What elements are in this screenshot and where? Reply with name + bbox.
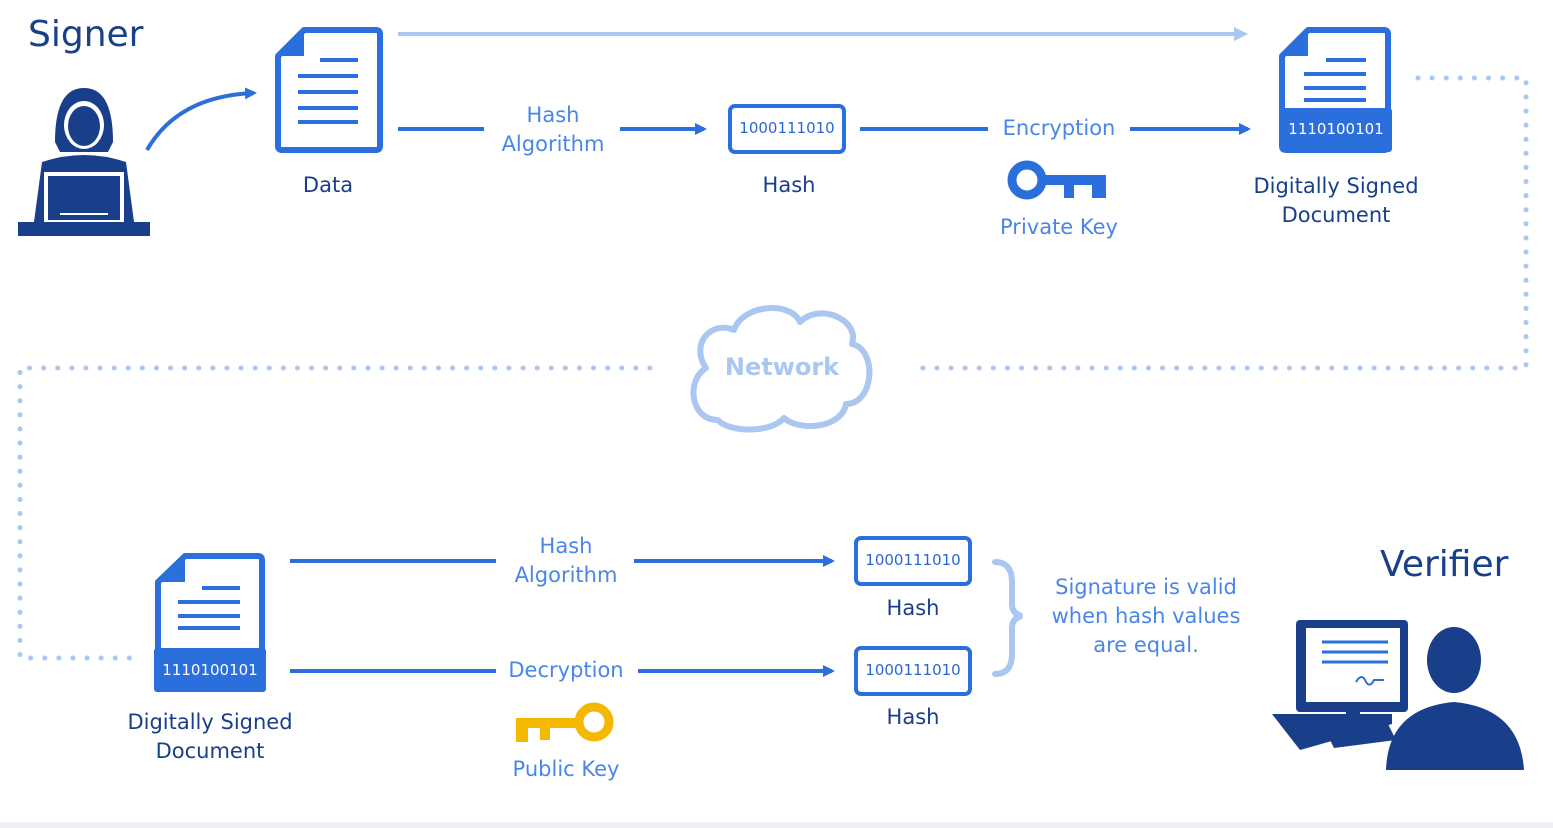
signer-hash-algorithm-label: Hash Algorithm [501,103,605,156]
signer-to-data-arrow [145,87,257,151]
public-key-icon [516,702,614,742]
verifier-title: Verifier [1380,544,1509,585]
verifier-person-icon [1272,620,1524,770]
verifier-signed-document-icon [154,553,266,692]
signer-title: Signer [28,14,144,55]
verifier-hash2-label: Hash [886,705,940,729]
verifier-hash-box-1 [854,536,972,586]
signer-hash-box [728,104,846,154]
signer-person-icon [18,88,150,236]
verifier-hash2-value: 1000111010 [865,661,961,679]
data-label: Data [302,173,354,197]
verifier-hash-box-2 [854,646,972,696]
decryption-label: Decryption [508,658,624,682]
network-cloud-icon [690,305,873,433]
equality-brace [992,559,1023,677]
data-document-icon [275,27,383,153]
encryption-label: Encryption [1002,116,1116,140]
signer-hash-label: Hash [762,173,816,197]
private-key-icon [1007,160,1106,200]
signer-hash-value: 1000111010 [739,119,835,137]
signer-signed-document-icon [1279,27,1392,153]
validity-note: Signature is valid when hash values are … [1051,575,1241,657]
public-key-label: Public Key [512,757,620,781]
verifier-signed-doc-label: Digitally Signed Document [127,710,293,763]
verifier-hash1-label: Hash [886,596,940,620]
network-label: Network [724,353,840,381]
verifier-hash1-value: 1000111010 [865,551,961,569]
signer-signed-value: 1110100101 [1288,120,1384,138]
private-key-label: Private Key [1000,215,1118,239]
network-path [17,75,1529,661]
verifier-hash-algorithm-label: Hash Algorithm [514,534,618,587]
verifier-signed-value: 1110100101 [162,661,258,679]
bottom-strip [0,822,1553,828]
signer-signed-doc-label: Digitally Signed Document [1253,174,1419,227]
